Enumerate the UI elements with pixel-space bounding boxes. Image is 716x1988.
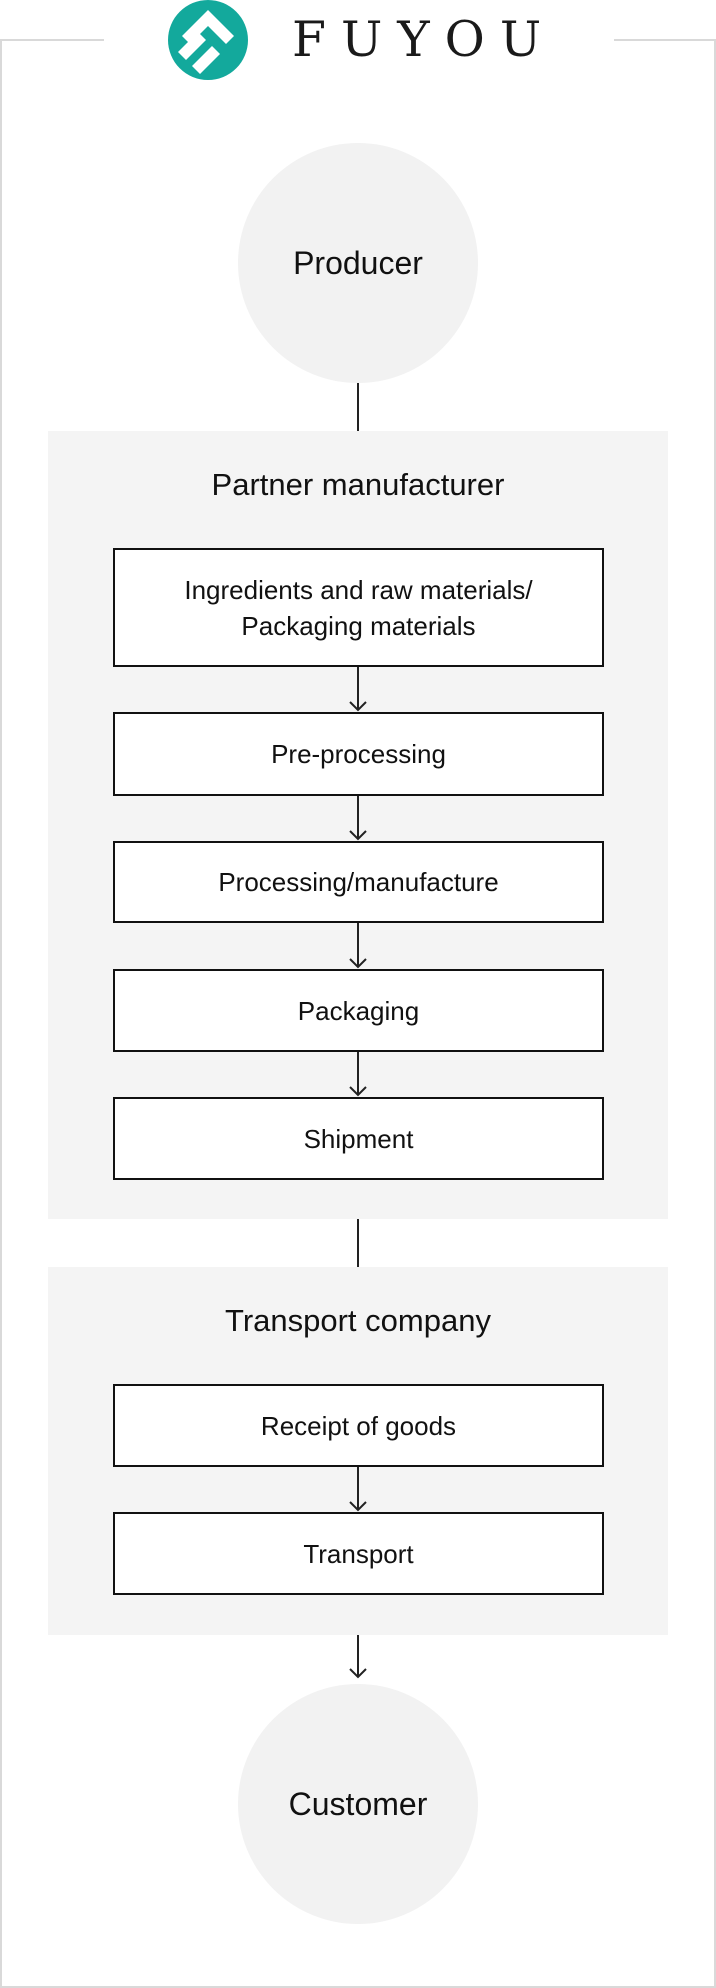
- frame-right: [714, 39, 716, 1988]
- brand-name: FUYOU: [292, 11, 557, 68]
- customer-label: Customer: [288, 1785, 428, 1822]
- arrow-down-icon: [349, 923, 367, 969]
- connector-producer-partner: [357, 383, 359, 431]
- frame-left: [0, 39, 2, 1988]
- arrow-down-icon: [349, 1052, 367, 1097]
- connector-partner-transport: [357, 1219, 359, 1267]
- step-packaging: Packaging: [113, 969, 604, 1052]
- producer-label: Producer: [293, 244, 423, 281]
- step-processing: Processing/manufacture: [113, 841, 604, 923]
- frame-bottom: [0, 1986, 716, 1988]
- frame-top-left: [0, 39, 104, 41]
- step-shipment: Shipment: [113, 1097, 604, 1180]
- step-pre-processing: Pre-processing: [113, 712, 604, 796]
- step-ingredients: Ingredients and raw materials/ Packaging…: [113, 548, 604, 667]
- arrow-down-icon: [349, 1467, 367, 1512]
- arrow-down-icon: [349, 796, 367, 841]
- partner-title: Partner manufacturer: [211, 467, 505, 502]
- frame-top-right: [614, 39, 716, 41]
- diamond-logo-icon: [168, 0, 248, 80]
- step-receipt-of-goods: Receipt of goods: [113, 1384, 604, 1467]
- step-transport: Transport: [113, 1512, 604, 1595]
- transport-title: Transport company: [225, 1303, 491, 1338]
- producer-node: Producer: [238, 143, 478, 383]
- arrow-down-icon: [349, 1635, 367, 1679]
- customer-node: Customer: [238, 1684, 478, 1924]
- arrow-down-icon: [349, 667, 367, 712]
